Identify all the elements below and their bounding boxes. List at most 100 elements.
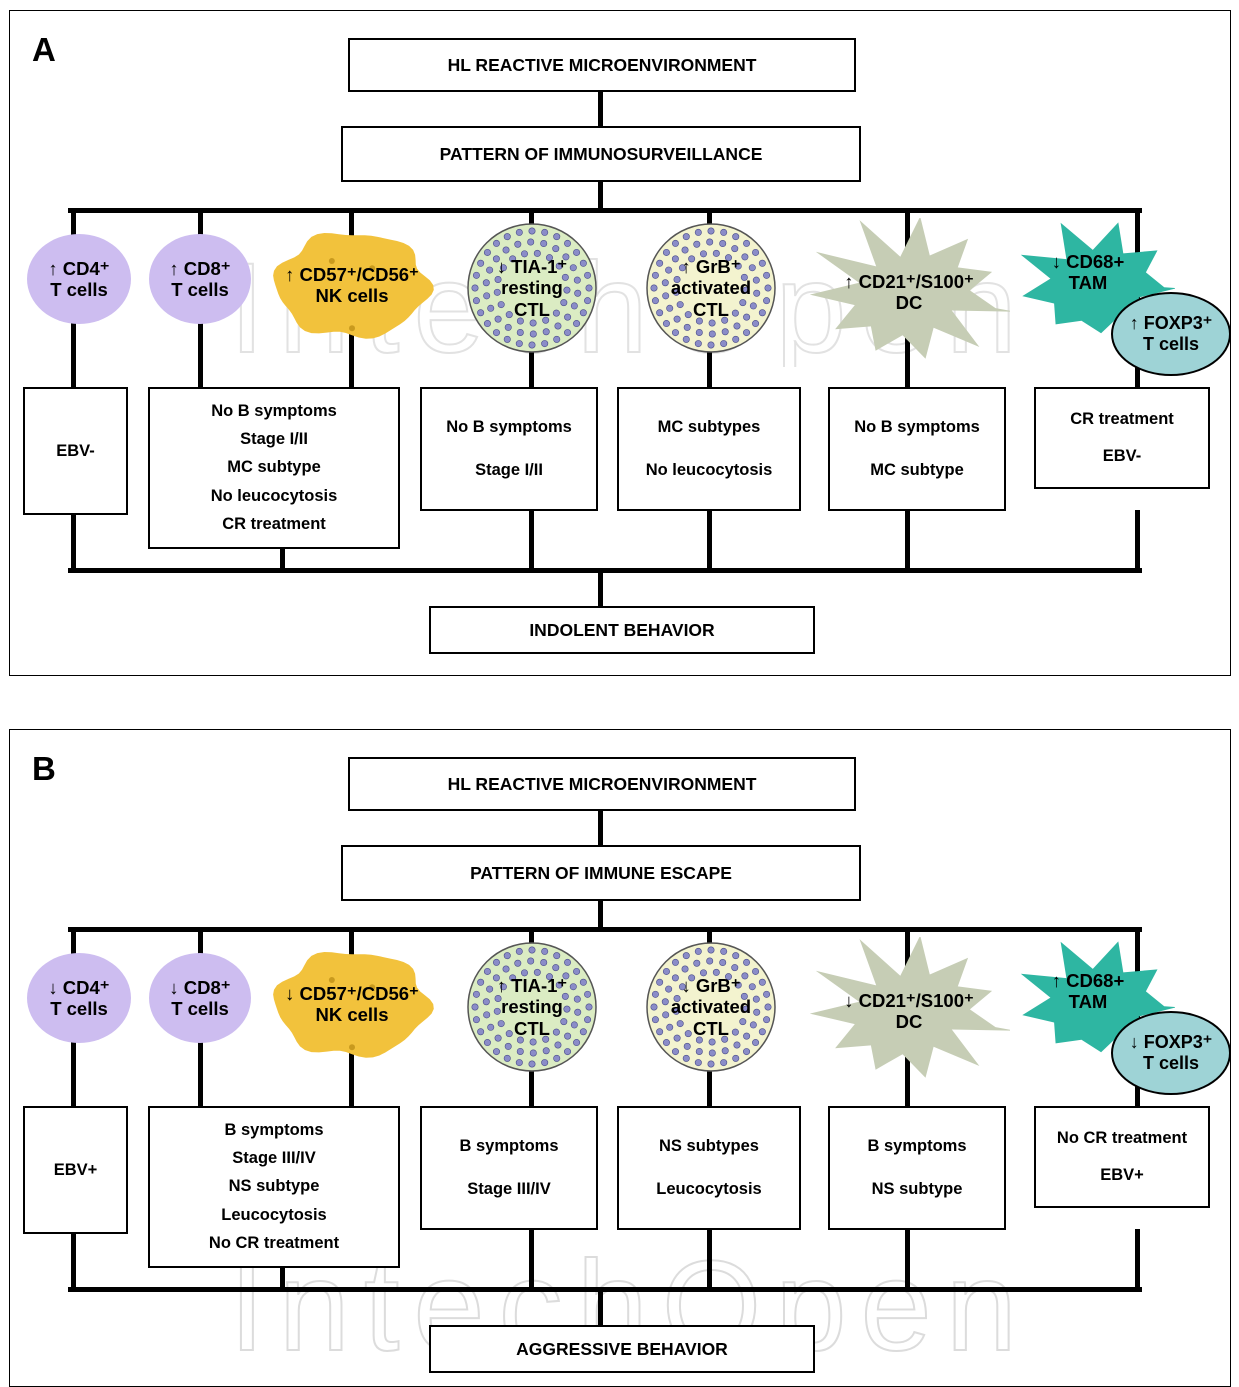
outcome-item: No CR treatment xyxy=(208,1233,340,1252)
cell-nk-label: ↓ CD57⁺/CD56⁺ NK cells xyxy=(285,982,419,1025)
cell-dc-shape xyxy=(809,937,1010,1078)
cell-cd8: ↑ CD8⁺ T cells xyxy=(147,232,253,326)
outcome-item: Leucocytosis xyxy=(221,1205,327,1224)
cell-ctl-resting: ↑ TIA-1⁺ resting CTL xyxy=(466,941,598,1073)
cell-tam-label: ↓ CD68+ TAM xyxy=(1051,250,1125,293)
outcome-item: EBV+ xyxy=(1100,1165,1144,1184)
outcome-item: Stage III/IV xyxy=(232,1149,316,1168)
cell-ctl-activated: ↓ GrB⁺ activated CTL xyxy=(645,941,777,1073)
cell-cd8: ↓ CD8⁺ T cells xyxy=(147,951,253,1045)
outcome-item: EBV- xyxy=(56,441,95,460)
outcome-item: NS subtypes xyxy=(659,1136,759,1155)
cell-ctl-activated-shape xyxy=(646,942,776,1072)
connector-line xyxy=(68,1287,1142,1292)
outcome-box-5: B symptoms NS subtype xyxy=(828,1106,1006,1230)
connector-line xyxy=(707,1229,712,1291)
cell-cd8-label: ↓ CD8⁺ T cells xyxy=(169,976,231,1019)
outcome-item: Stage I/II xyxy=(240,430,308,449)
outcome-item: NS subtype xyxy=(871,1180,963,1199)
cell-ctl-resting-shape xyxy=(467,942,597,1072)
behavior-box: AGGRESSIVE BEHAVIOR xyxy=(429,1325,815,1373)
outcome-item: No B symptoms xyxy=(854,417,980,436)
cell-dc-shape xyxy=(809,218,1010,359)
outcome-item: EBV+ xyxy=(53,1160,98,1179)
connector-line xyxy=(529,510,534,572)
cell-cd4-shape xyxy=(27,953,131,1043)
cell-nk: ↓ CD57⁺/CD56⁺ NK cells xyxy=(268,944,436,1064)
outcome-item: CR treatment xyxy=(222,514,326,533)
outcome-item: EBV- xyxy=(1102,446,1142,465)
cell-dc: ↑ CD21⁺/S100⁺ DC xyxy=(808,218,1010,366)
behavior-box: INDOLENT BEHAVIOR xyxy=(429,606,815,654)
connector-line xyxy=(598,899,603,931)
cell-cd4-shape xyxy=(27,234,131,324)
connector-line xyxy=(707,510,712,572)
connector-line xyxy=(598,809,603,849)
outcome-item: No B symptoms xyxy=(446,417,572,436)
top-box: HL REACTIVE MICROENVIRONMENT xyxy=(348,757,856,811)
cell-ctl-activated-shape xyxy=(646,223,776,353)
cell-tam-label: ↑ CD68+ TAM xyxy=(1051,969,1125,1012)
cell-ctl-activated-label: ↑ GrB⁺ activated CTL xyxy=(670,256,752,320)
outcome-box-1: EBV- xyxy=(23,387,128,515)
outcome-item: No leucocytosis xyxy=(645,461,773,480)
connector-line xyxy=(71,510,76,572)
outcome-item: NS subtype xyxy=(228,1177,320,1196)
cell-cd8-label: ↑ CD8⁺ T cells xyxy=(169,257,231,300)
outcome-box-1: EBV+ xyxy=(23,1106,128,1234)
cell-cd8-shape xyxy=(149,953,251,1043)
connector-line xyxy=(529,1229,534,1291)
outcome-item: B symptoms xyxy=(867,1136,967,1155)
outcome-item: CR treatment xyxy=(1070,410,1174,429)
pattern-box: PATTERN OF IMMUNE ESCAPE xyxy=(341,845,861,901)
cell-nk-shape xyxy=(273,233,434,339)
outcome-item: B symptoms xyxy=(459,1136,559,1155)
outcome-item: MC subtypes xyxy=(657,417,761,436)
connector-line xyxy=(598,1289,603,1329)
cell-cd4: ↓ CD4⁺ T cells xyxy=(25,951,133,1045)
cell-dc: ↓ CD21⁺/S100⁺ DC xyxy=(808,937,1010,1085)
connector-line xyxy=(68,568,1142,573)
connector-line xyxy=(905,510,910,572)
cell-ctl-resting-shape xyxy=(467,223,597,353)
outcome-item: No B symptoms xyxy=(211,402,337,421)
connector-line xyxy=(598,180,603,212)
cell-ctl-resting: ↓ TIA-1⁺ resting CTL xyxy=(466,222,598,354)
cell-nk: ↑ CD57⁺/CD56⁺ NK cells xyxy=(268,225,436,345)
connector-line xyxy=(598,570,603,610)
top-box: HL REACTIVE MICROENVIRONMENT xyxy=(348,38,856,92)
outcome-item: MC subtype xyxy=(870,461,964,480)
panel-letter: A xyxy=(32,31,56,68)
cell-foxp3: ↑ FOXP3⁺ T cells xyxy=(1111,292,1231,376)
cell-cd4-label: ↑ CD4⁺ T cells xyxy=(48,257,110,300)
cell-dc-label: ↓ CD21⁺/S100⁺ DC xyxy=(844,989,974,1032)
panel-a: A IntechOpen xyxy=(9,10,1231,676)
connector-line xyxy=(71,1229,76,1291)
connector-line xyxy=(1135,510,1140,572)
cell-foxp3: ↓ FOXP3⁺ T cells xyxy=(1111,1011,1231,1095)
connector-line xyxy=(68,208,1142,213)
outcome-item: Stage I/II xyxy=(475,461,543,480)
cell-ctl-activated-label: ↓ GrB⁺ activated CTL xyxy=(670,975,752,1039)
connector-line xyxy=(1135,1229,1140,1291)
cell-ctl-activated: ↑ GrB⁺ activated CTL xyxy=(645,222,777,354)
pattern-box: PATTERN OF IMMUNOSURVEILLANCE xyxy=(341,126,861,182)
connector-line xyxy=(598,90,603,130)
cell-nk-shape xyxy=(273,952,434,1058)
cell-cd8-shape xyxy=(149,234,251,324)
cell-nk-label: ↑ CD57⁺/CD56⁺ NK cells xyxy=(285,263,419,306)
connector-line xyxy=(905,1229,910,1291)
outcome-box-4: MC subtypes No leucocytosis xyxy=(617,387,801,511)
outcome-item: B symptoms xyxy=(224,1121,324,1140)
outcome-box-5: No B symptoms MC subtype xyxy=(828,387,1006,511)
outcome-item: MC subtype xyxy=(227,458,321,477)
outcome-item: No CR treatment xyxy=(1056,1129,1188,1148)
panel-letter: B xyxy=(32,750,56,787)
outcome-item: Leucocytosis xyxy=(656,1180,762,1199)
